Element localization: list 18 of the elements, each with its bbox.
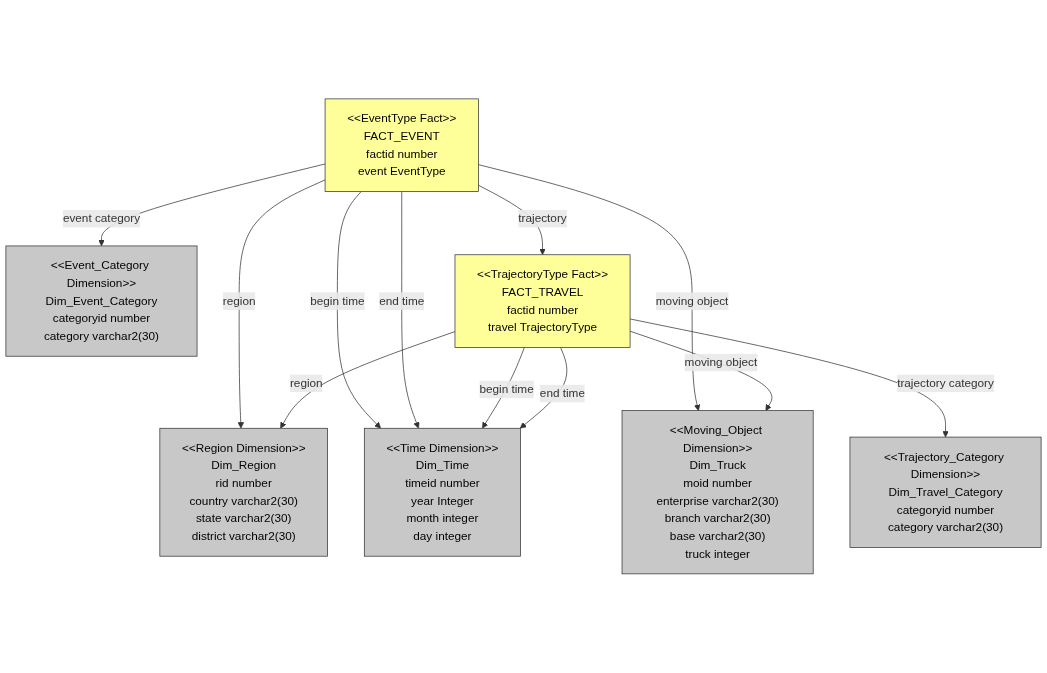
node-box: <<TrajectoryType Fact>> FACT_TRAVEL factid number travel TrajectoryType (454, 254, 631, 348)
node-box: <<Time Dimension>> Dim_Time timeid number year Integer month integer day integer (363, 428, 521, 557)
edge-label: moving object (655, 294, 729, 308)
node-box: <<Trajectory_Category Dimension>> Dim_Travel_Category categoryid number category varchar2(30) (849, 436, 1042, 548)
edge-label: end time (539, 387, 585, 400)
node-box: <<EventType Fact>> FACT_EVENT factid number event EventType (324, 98, 479, 192)
edge-label: trajectory category (897, 376, 994, 390)
edge-label: region (222, 294, 256, 308)
edge-label: region (289, 376, 323, 390)
edge-label: end time (379, 294, 425, 308)
node-box: <<Event_Category Dimension>> Dim_Event_Category categoryid number category varchar2(30) (5, 245, 198, 357)
node-box: <<Moving_Object Dimension>> Dim_Truck moid number enterprise varchar2(30) branch varchar2(30) base varchar2(30) truck integer (621, 410, 814, 575)
edge-label: moving object (684, 355, 758, 369)
edge-label: begin time (310, 294, 365, 308)
edge-label: event category (62, 212, 141, 225)
edge-label: begin time (479, 382, 534, 396)
node-box: <<Region Dimension>> Dim_Region rid number country varchar2(30) state varchar2(30) district varchar2(30) (159, 428, 328, 557)
edge-label: trajectory (518, 212, 567, 225)
